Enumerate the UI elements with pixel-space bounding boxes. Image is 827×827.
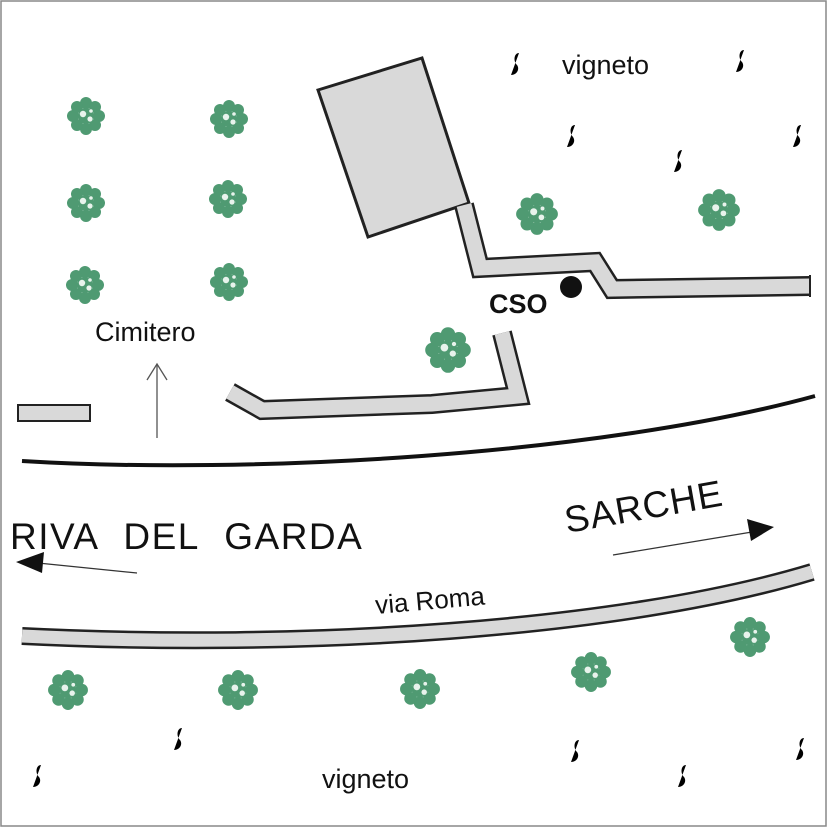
shrub-icon bbox=[210, 263, 248, 301]
shrub-icon bbox=[516, 193, 558, 235]
vine-icon bbox=[793, 125, 803, 147]
shrub-icon bbox=[730, 617, 770, 657]
vine-icon bbox=[511, 53, 521, 75]
vine-icon bbox=[567, 125, 577, 147]
vineyard-top-label: vigneto bbox=[562, 50, 649, 80]
road-stub bbox=[17, 404, 91, 422]
vine-icon bbox=[571, 740, 581, 762]
vine-icon bbox=[674, 150, 684, 172]
shrub-icon bbox=[400, 669, 440, 709]
west-arrow-icon bbox=[16, 552, 138, 574]
shrub-icon bbox=[67, 184, 105, 222]
access-road-cso bbox=[454, 202, 811, 300]
via-roma-band-fill bbox=[21, 565, 814, 647]
cso-label: CSO bbox=[489, 289, 548, 319]
cso-marker[interactable] bbox=[560, 276, 582, 298]
access-road-end-cap bbox=[809, 275, 811, 297]
vine-icon bbox=[736, 50, 746, 72]
shrub-icon bbox=[67, 97, 105, 135]
via-roma-label: via Roma bbox=[374, 580, 487, 620]
shrub-icon bbox=[698, 189, 740, 231]
shrub-icon bbox=[210, 100, 248, 138]
shrub-icon bbox=[571, 652, 611, 692]
vine-icon bbox=[796, 738, 806, 760]
cemetery-arrow-icon bbox=[146, 362, 168, 438]
east-arrow-icon bbox=[612, 519, 774, 556]
shrub-icon bbox=[48, 670, 88, 710]
side-road-fill bbox=[226, 331, 528, 418]
access-road-cso-fill bbox=[456, 203, 811, 297]
cemetery-label: Cimitero bbox=[95, 317, 196, 347]
vineyard-bottom-label: vigneto bbox=[322, 764, 409, 794]
riva-del-garda-label: RIVA DEL GARDA bbox=[10, 516, 363, 557]
vine-icon bbox=[174, 728, 184, 750]
sarche-label: SARCHE bbox=[561, 473, 726, 541]
shrub-icon bbox=[425, 327, 471, 373]
vine-icon bbox=[33, 765, 43, 787]
shrub-icon bbox=[66, 266, 104, 304]
shrub-icon bbox=[209, 180, 247, 218]
building bbox=[316, 56, 471, 239]
vine-icon bbox=[678, 765, 688, 787]
main-road-north-edge bbox=[21, 394, 816, 468]
shrub-icon bbox=[218, 670, 258, 710]
